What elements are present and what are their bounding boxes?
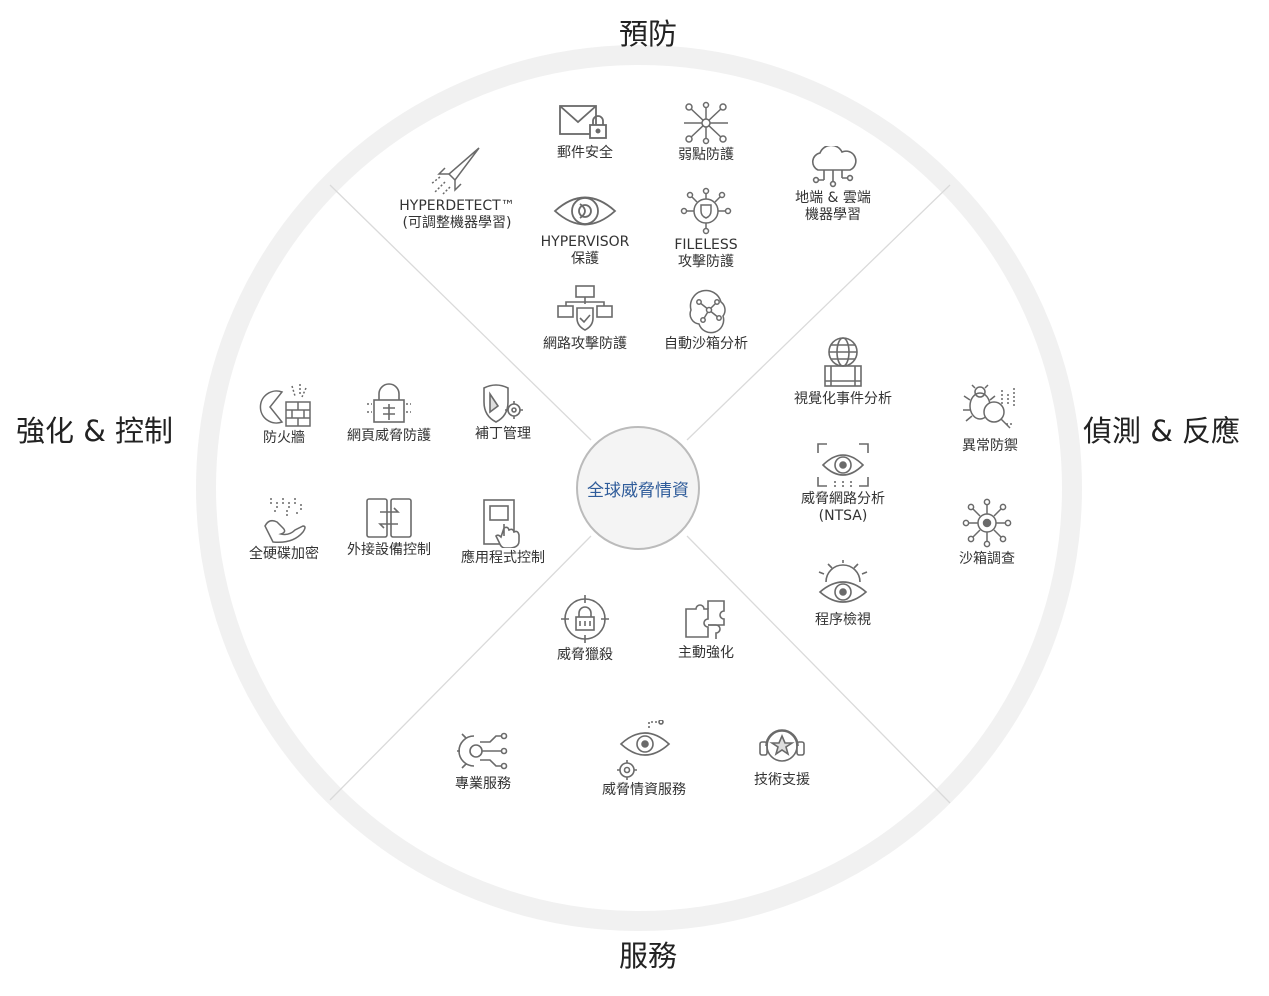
item-label: 應用程式控制 — [461, 550, 545, 566]
item-label: 威脅情資服務 — [602, 782, 686, 798]
item-patch-management: 補丁管理 — [428, 382, 578, 443]
eye-scan-icon — [817, 443, 869, 487]
item-vulnerability-protection: 弱點防護 — [631, 101, 781, 164]
item-full-disk-encryption: 全硬碟加密 — [209, 496, 359, 563]
mail-lock-icon — [559, 105, 607, 139]
item-hyperdetect: HYPERDETECT™ (可調整機器學習) — [382, 144, 532, 232]
rocket-icon — [430, 147, 480, 195]
item-sandbox-investigation: 沙箱調查 — [912, 497, 1062, 568]
hand-binary-icon — [264, 498, 306, 544]
quadrant-label-prevent: 預防 — [619, 17, 678, 51]
item-threat-hunting: 威脅獵殺 — [510, 593, 660, 664]
bug-search-icon — [963, 384, 1015, 429]
item-process-view: 程序檢視 — [768, 560, 918, 629]
item-label: 補丁管理 — [475, 426, 531, 442]
node-network-icon — [962, 498, 1012, 548]
item-label: 程序檢視 — [815, 612, 871, 628]
item-label: 網頁威脅防護 — [347, 428, 431, 444]
item-label-line-2: 機器學習 — [805, 207, 861, 223]
item-label: 異常防禦 — [962, 438, 1018, 454]
item-label-line-2: (可調整機器學習) — [402, 215, 512, 231]
divider-line-nw — [329, 184, 592, 441]
quadrant-label-services: 服務 — [619, 939, 678, 973]
item-label: 郵件安全 — [557, 145, 613, 161]
shield-gear-icon — [483, 384, 523, 423]
item-label: 弱點防護 — [678, 147, 734, 163]
item-auto-sandbox-analysis: 自動沙箱分析 — [631, 288, 781, 353]
item-label: 主動強化 — [678, 645, 734, 661]
item-label-line-2: 攻擊防護 — [678, 254, 734, 270]
item-email-security: 郵件安全 — [510, 103, 660, 162]
item-label-line-2: 保護 — [571, 251, 599, 267]
quadrant-label-harden: 強化 & 控制 — [16, 414, 174, 448]
device-transfer-icon — [366, 498, 412, 538]
item-professional-services: 專業服務 — [408, 728, 558, 793]
divider-line-sw — [329, 535, 592, 801]
item-network-attack-protection: 網路攻擊防護 — [510, 284, 660, 353]
gear-eye-icon — [818, 560, 868, 603]
item-technical-support: 技術支援 — [707, 722, 857, 789]
center-label: 全球威脅情資 — [587, 480, 689, 501]
network-mesh-icon — [684, 101, 728, 145]
item-label: 專業服務 — [455, 776, 511, 792]
item-label: 全硬碟加密 — [249, 546, 319, 562]
item-label: 技術支援 — [754, 772, 810, 788]
item-proactive-hardening: 主動強化 — [631, 597, 781, 662]
cloud-network-icon — [812, 146, 857, 188]
item-label-line-1: HYPERDETECT™ — [399, 198, 515, 214]
web-lock-icon — [367, 383, 411, 423]
item-visual-event-analysis: 視覺化事件分析 — [768, 335, 918, 408]
item-label: 自動沙箱分析 — [664, 336, 748, 352]
item-label: 網路攻擊防護 — [543, 336, 627, 352]
item-label: 外接設備控制 — [347, 542, 431, 558]
touch-door-icon — [483, 499, 520, 548]
item-label: 防火牆 — [263, 430, 305, 446]
item-label-line-1: HYPERVISOR — [540, 234, 630, 250]
item-fileless-protection: FILELESS 攻擊防護 — [631, 187, 781, 271]
eye-icon — [553, 196, 617, 226]
quadrant-label-detect: 偵測 & 反應 — [1083, 414, 1241, 448]
center-circle — [576, 426, 700, 550]
gear-circuit-icon — [457, 732, 508, 770]
globe-monitor-icon — [824, 337, 862, 387]
shield-node-icon — [680, 187, 732, 235]
item-label: 視覺化事件分析 — [794, 391, 892, 407]
item-hypervisor-protection: HYPERVISOR 保護 — [510, 190, 660, 268]
item-label: 沙箱調查 — [959, 551, 1015, 567]
item-label: 威脅獵殺 — [557, 647, 613, 663]
firewall-icon — [259, 384, 311, 427]
item-ntsa: 威脅網路分析 (NTSA) — [768, 441, 918, 525]
item-application-control: 應用程式控制 — [428, 498, 578, 567]
item-anomaly-defense: 異常防禦 — [915, 384, 1065, 455]
item-label-line-2: (NTSA) — [818, 508, 868, 524]
item-label-line-1: 地端 & 雲端 — [795, 190, 871, 206]
divider-line-ne — [686, 184, 951, 441]
item-label-line-1: 威脅網路分析 — [801, 491, 885, 507]
crosshair-lock-icon — [561, 595, 609, 643]
brain-network-icon — [689, 289, 726, 334]
outer-ring — [196, 45, 1082, 931]
item-label-line-1: FILELESS — [674, 237, 738, 253]
item-cloud-machine-learning: 地端 & 雲端 機器學習 — [758, 146, 908, 224]
puzzle-icon — [685, 600, 725, 639]
headset-support-icon — [759, 729, 805, 762]
item-web-threat-protection: 網頁威脅防護 — [314, 382, 464, 445]
item-threat-intel-services: 威脅情資服務 — [569, 720, 719, 799]
item-firewall: 防火牆 — [209, 382, 359, 447]
network-shield-icon — [557, 285, 613, 331]
eye-gear-icon — [617, 720, 671, 780]
divider-line-se — [686, 535, 951, 804]
item-external-device-control: 外接設備控制 — [314, 496, 464, 559]
